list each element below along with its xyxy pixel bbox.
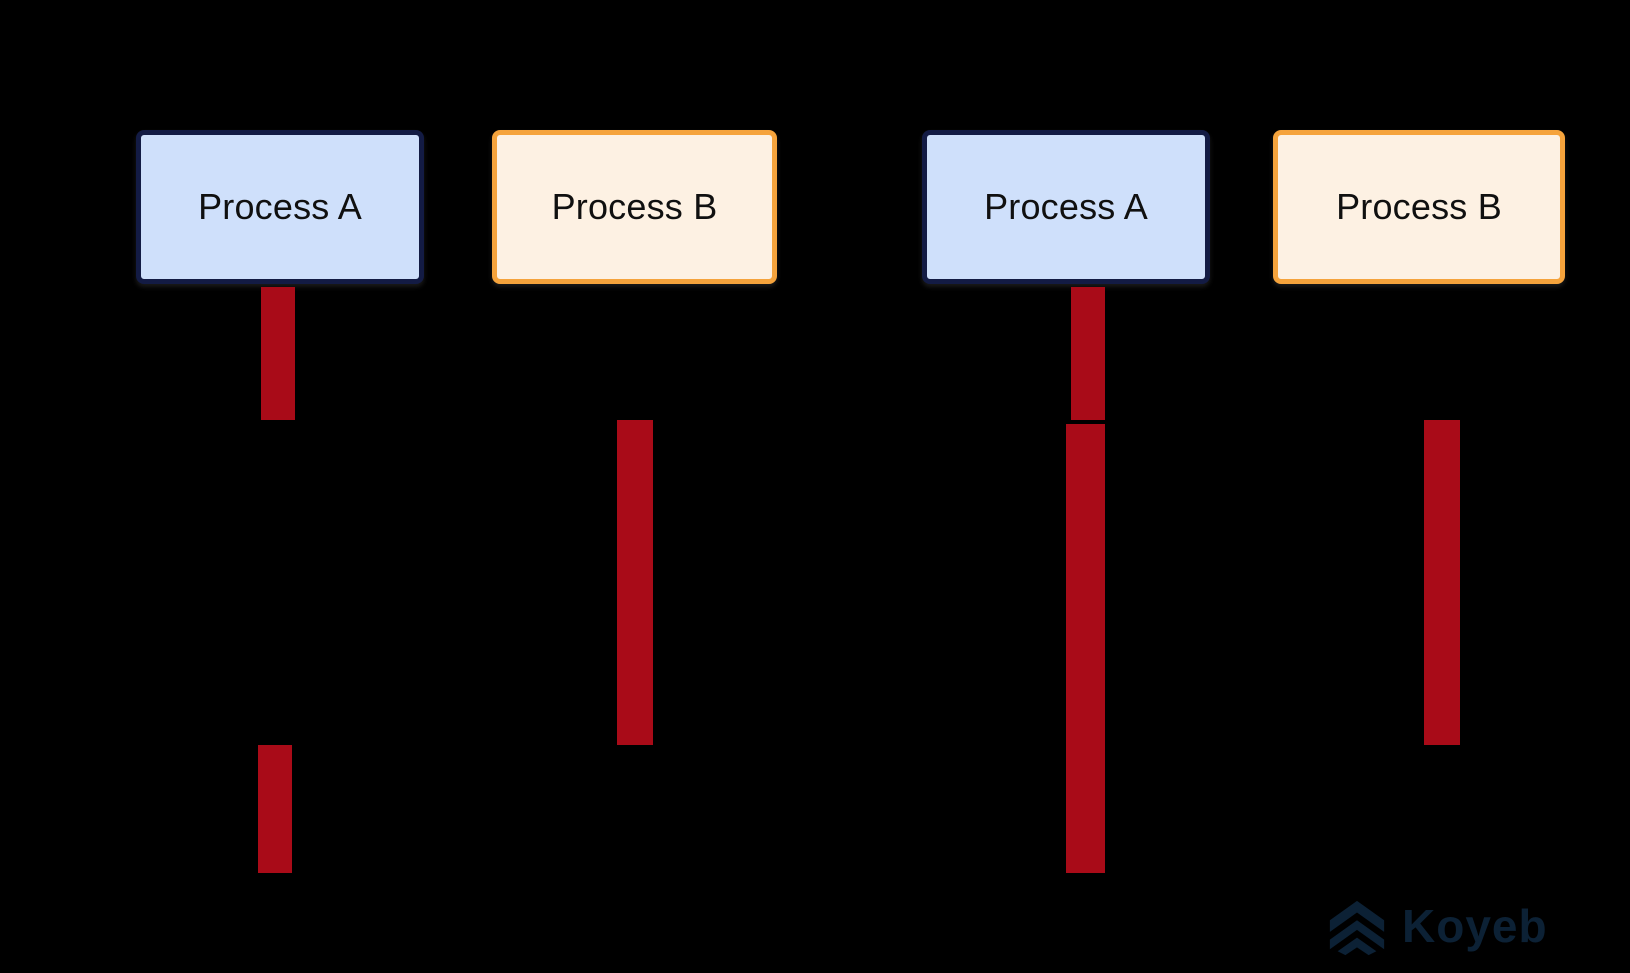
participant-box-right-process-b[interactable]: Process B	[1273, 130, 1565, 284]
activation-bar-left-b-1	[617, 420, 653, 745]
activation-bar-left-a-2	[258, 745, 292, 873]
activation-bar-left-a-1	[261, 287, 295, 420]
participant-label: Process B	[551, 186, 718, 228]
koyeb-wordmark: Koyeb	[1402, 900, 1548, 952]
participant-box-right-process-a[interactable]: Process A	[922, 130, 1210, 284]
koyeb-brand-lockup: Koyeb	[1326, 895, 1548, 957]
activation-bar-right-a-1	[1071, 287, 1105, 420]
participant-box-left-process-a[interactable]: Process A	[136, 130, 424, 284]
participant-label: Process A	[984, 186, 1148, 228]
participant-box-left-process-b[interactable]: Process B	[492, 130, 777, 284]
participant-label: Process A	[198, 186, 362, 228]
activation-bar-right-b-1	[1424, 420, 1460, 745]
activation-bar-right-a-2	[1066, 424, 1105, 873]
koyeb-chevron-logo-icon	[1329, 900, 1385, 956]
participant-label: Process B	[1336, 186, 1502, 228]
